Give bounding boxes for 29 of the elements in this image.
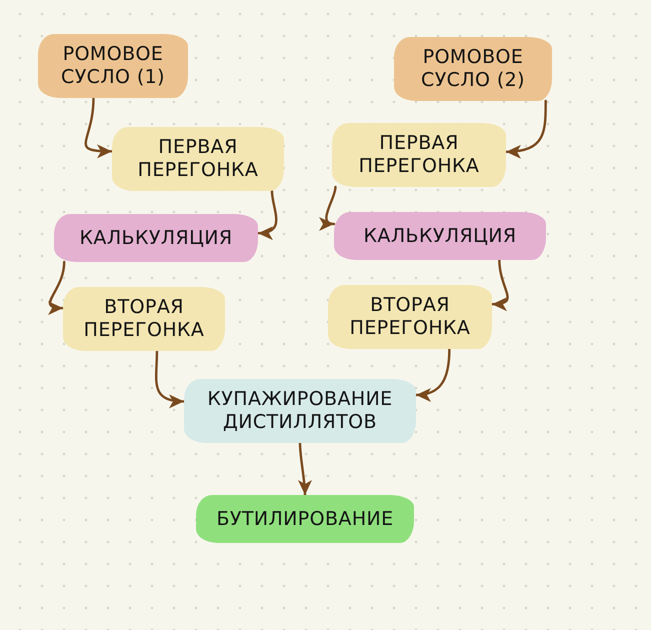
node-label: БУТИЛИРОВАНИЕ [216, 508, 394, 530]
process-box [63, 287, 225, 351]
process-box [196, 495, 414, 543]
process-box [332, 123, 506, 187]
node-label: КАЛЬКУЛЯЦИЯ [364, 224, 516, 248]
process-box [394, 37, 552, 101]
process-box [54, 214, 258, 262]
process-box [334, 212, 546, 260]
arrow [490, 258, 509, 310]
process-box [112, 127, 284, 191]
arrow [504, 100, 547, 158]
arrow [318, 186, 337, 229]
arrow [256, 190, 278, 240]
arrow [414, 348, 451, 402]
node-label: ВТОРАЯ ПЕРЕГОНКА [348, 294, 472, 340]
process-box [328, 285, 492, 349]
node-label: РОМОВОЕ СУСЛО (2) [420, 46, 526, 92]
arrow [155, 350, 186, 408]
arrow [48, 260, 66, 314]
node-label: ПЕРВАЯ ПЕРЕГОНКА [358, 132, 480, 178]
arrow [298, 442, 312, 496]
node-label: ВТОРАЯ ПЕРЕГОНКА [82, 296, 206, 342]
node-label: КУПАЖИРОВАНИЕ ДИСТИЛЛЯТОВ [206, 388, 394, 434]
node-label: РОМОВОЕ СУСЛО (1) [60, 43, 166, 89]
process-box [38, 34, 188, 98]
process-box [184, 379, 416, 443]
node-label: КАЛЬКУЛЯЦИЯ [80, 226, 232, 250]
node-label: ПЕРВАЯ ПЕРЕГОНКА [136, 136, 260, 182]
arrow [84, 96, 114, 158]
